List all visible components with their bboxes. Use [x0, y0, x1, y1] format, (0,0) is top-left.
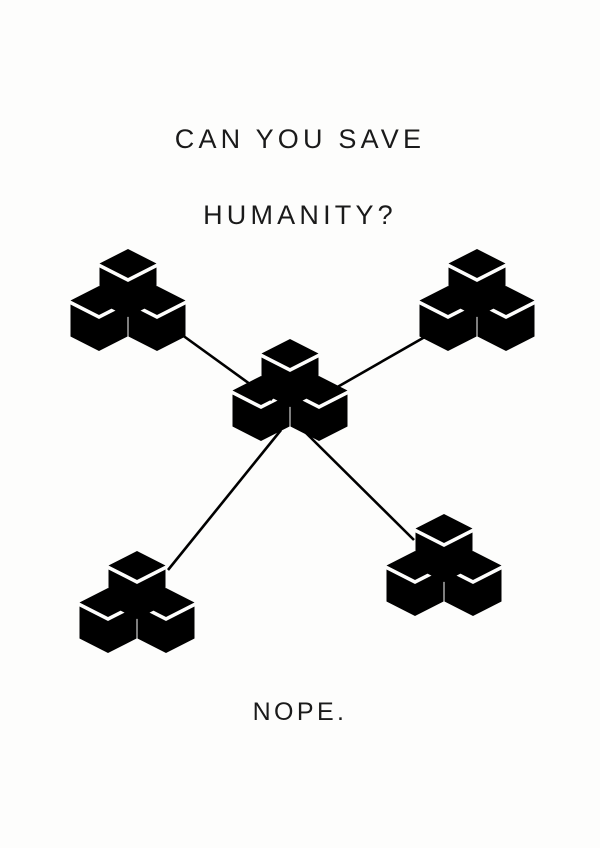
diagram-nodes — [70, 249, 535, 653]
node-top-right-cluster — [419, 249, 535, 351]
footer-answer: NOPE. — [252, 698, 348, 726]
edge-bottom-left-to-center — [166, 429, 283, 571]
node-center-cluster — [232, 339, 348, 441]
edge-bottom-right-to-center — [302, 429, 415, 541]
headline-line-1: CAN YOU SAVE — [174, 124, 426, 154]
node-bottom-left-cluster — [79, 551, 195, 653]
page-title: CAN YOU SAVE HUMANITY? — [0, 82, 600, 272]
headline-line-2: HUMANITY? — [203, 200, 397, 230]
node-top-left-cluster — [70, 249, 186, 351]
